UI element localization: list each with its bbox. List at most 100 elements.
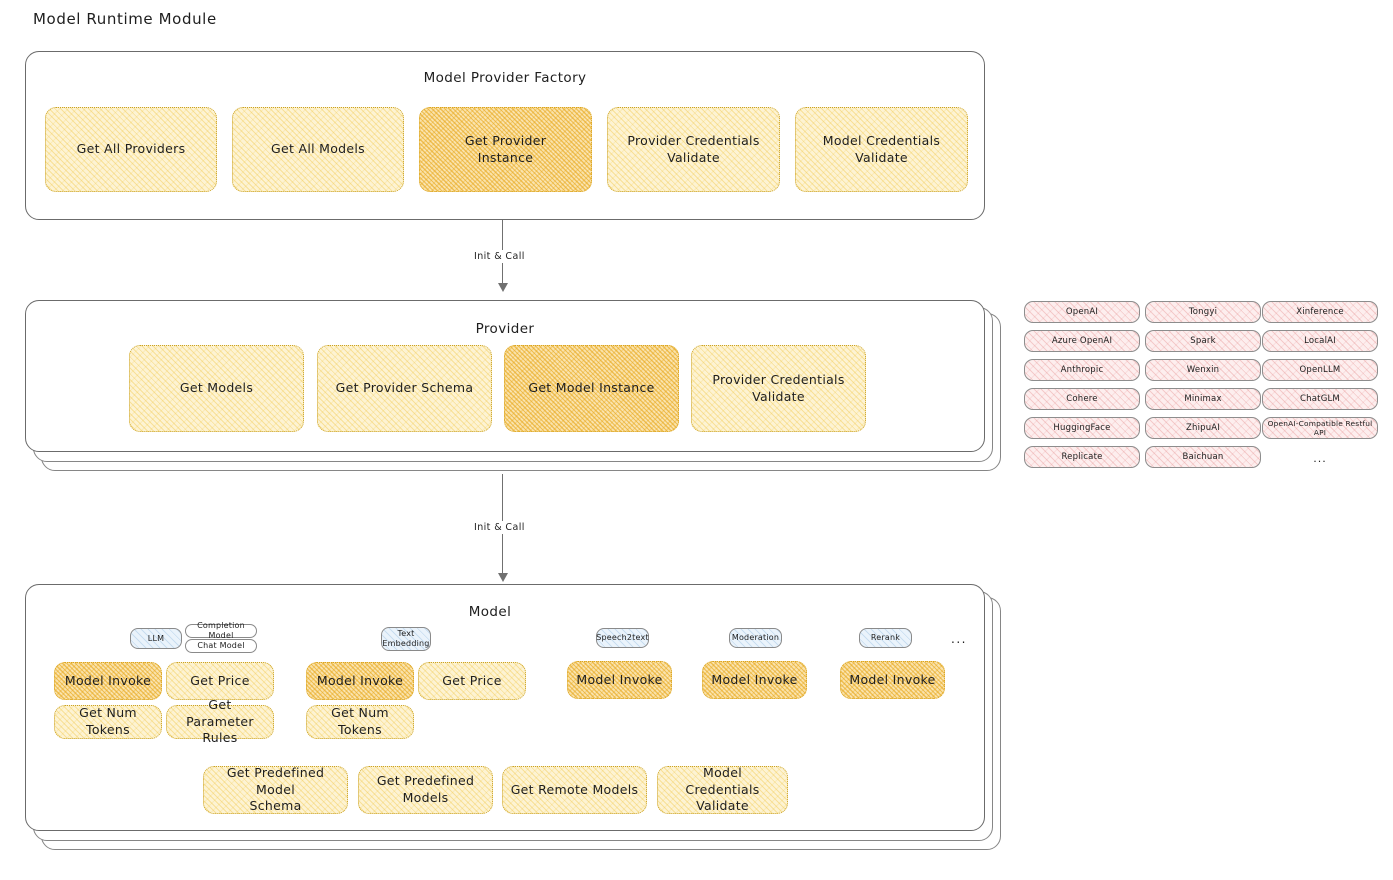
node-label: Get Provider Schema <box>335 380 474 396</box>
badge-label: Chat Model <box>197 641 245 650</box>
model-groups-more-ellipsis: ... <box>951 632 967 646</box>
factory-node-provider-credentials-validate[interactable]: Provider Credentials Validate <box>607 107 780 192</box>
connector-factory-to-provider-label: Init & Call <box>470 250 529 263</box>
model-badge-moderation[interactable]: Moderation <box>729 628 782 648</box>
provider-pill-cohere[interactable]: Cohere <box>1024 388 1140 410</box>
provider-pill-openai-compatible-restful-api[interactable]: OpenAI-Compatible Restful API <box>1262 417 1378 439</box>
pill-label: ZhipuAI <box>1185 423 1221 433</box>
node-label: Get Predefined Model Schema <box>226 764 325 814</box>
pill-label: Wenxin <box>1186 365 1220 375</box>
provider-node-provider-credentials-validate[interactable]: Provider Credentials Validate <box>691 345 866 432</box>
model-text-embedding-node-get-num-tokens[interactable]: Get Num Tokens <box>306 705 414 739</box>
provider-pill-openai[interactable]: OpenAI <box>1024 301 1140 323</box>
node-label: Get Num Tokens <box>331 705 389 737</box>
node-label: Get Predefined Models <box>376 773 475 805</box>
model-llm-node-model-invoke[interactable]: Model Invoke <box>54 662 162 700</box>
node-label: Model Credentials Validate <box>822 132 941 165</box>
pill-label: OpenAI <box>1065 307 1099 317</box>
provider-pill-xinference[interactable]: Xinference <box>1262 301 1378 323</box>
badge-label: Completion Model <box>197 621 245 640</box>
provider-pill-minimax[interactable]: Minimax <box>1145 388 1261 410</box>
model-speech2text-node-model-invoke[interactable]: Model Invoke <box>567 661 672 699</box>
factory-node-get-all-models[interactable]: Get All Models <box>232 107 404 192</box>
model-badge-rerank[interactable]: Rerank <box>859 628 912 648</box>
provider-pill-spark[interactable]: Spark <box>1145 330 1261 352</box>
node-label: Model Invoke <box>711 671 798 687</box>
provider-node-get-models[interactable]: Get Models <box>129 345 304 432</box>
model-moderation-node-model-invoke[interactable]: Model Invoke <box>702 661 807 699</box>
badge-label: Speech2text <box>596 633 649 642</box>
badge-label: LLM <box>147 633 165 643</box>
provider-pill-openllm[interactable]: OpenLLM <box>1262 359 1378 381</box>
badge-label: Moderation <box>731 633 780 642</box>
node-label: Get Num Tokens <box>79 705 137 737</box>
factory-node-get-all-providers[interactable]: Get All Providers <box>45 107 217 192</box>
pill-label: Tongyi <box>1188 307 1218 317</box>
provider-pill-localai[interactable]: LocalAI <box>1262 330 1378 352</box>
pill-label: OpenLLM <box>1299 365 1341 375</box>
pill-label: Replicate <box>1061 452 1103 462</box>
badge-label: Rerank <box>870 633 901 642</box>
pill-label: OpenAI-Compatible Restful API <box>1267 419 1373 437</box>
provider-pill-azure-openai[interactable]: Azure OpenAI <box>1024 330 1140 352</box>
pill-label: Minimax <box>1184 394 1222 404</box>
model-title: Model <box>468 604 512 620</box>
provider-list-more-ellipsis: ... <box>1313 452 1327 465</box>
node-label: Model Invoke <box>576 671 663 687</box>
pill-label: Spark <box>1190 336 1216 346</box>
node-label: Get Provider Instance <box>464 132 547 165</box>
node-label: Get Model Instance <box>528 380 655 396</box>
model-text-embedding-node-get-price[interactable]: Get Price <box>418 662 526 700</box>
provider-pill-anthropic[interactable]: Anthropic <box>1024 359 1140 381</box>
model-llm-node-get-price[interactable]: Get Price <box>166 662 274 700</box>
node-label: Model Credentials Validate <box>685 764 760 814</box>
model-badge-completion-model[interactable]: Completion Model <box>185 621 257 640</box>
model-common-node-get-predefined-model-schema[interactable]: Get Predefined Model Schema <box>203 764 348 814</box>
node-label: Model Invoke <box>64 672 152 688</box>
pill-label: LocalAI <box>1304 336 1336 346</box>
pill-label: Xinference <box>1296 307 1344 317</box>
model-rerank-node-model-invoke[interactable]: Model Invoke <box>840 661 945 699</box>
model-text-embedding-node-model-invoke[interactable]: Model Invoke <box>306 662 414 700</box>
provider-node-get-provider-schema[interactable]: Get Provider Schema <box>317 345 492 432</box>
node-label: Get Models <box>179 380 254 396</box>
model-llm-node-get-num-tokens[interactable]: Get Num Tokens <box>54 705 162 739</box>
provider-pill-zhipuai[interactable]: ZhipuAI <box>1145 417 1261 439</box>
model-badge-speech2text[interactable]: Speech2text <box>596 628 649 648</box>
provider-pill-chatglm[interactable]: ChatGLM <box>1262 388 1378 410</box>
page-title: Model Runtime Module <box>33 10 217 28</box>
model-common-node-get-predefined-models[interactable]: Get Predefined Models <box>358 766 493 814</box>
model-llm-node-get-parameter-rules[interactable]: Get Parameter Rules <box>166 697 274 745</box>
pill-label: Baichuan <box>1182 452 1224 462</box>
factory-node-model-credentials-validate[interactable]: Model Credentials Validate <box>795 107 968 192</box>
provider-pill-tongyi[interactable]: Tongyi <box>1145 301 1261 323</box>
node-label: Model Invoke <box>849 671 936 687</box>
factory-node-get-provider-instance[interactable]: Get Provider Instance <box>419 107 592 192</box>
provider-pill-baichuan[interactable]: Baichuan <box>1145 446 1261 468</box>
node-label: Provider Credentials Validate <box>712 371 845 404</box>
provider-pill-wenxin[interactable]: Wenxin <box>1145 359 1261 381</box>
model-common-node-model-credentials-validate[interactable]: Model Credentials Validate <box>657 764 788 814</box>
model-badge-llm[interactable]: LLM <box>130 628 182 649</box>
pill-label: Cohere <box>1066 394 1098 404</box>
node-label: Model Invoke <box>316 672 404 688</box>
provider-pill-huggingface[interactable]: HuggingFace <box>1024 417 1140 439</box>
node-label: Get Price <box>190 672 250 688</box>
provider-pill-replicate[interactable]: Replicate <box>1024 446 1140 468</box>
node-label: Get All Providers <box>76 141 186 157</box>
provider-title: Provider <box>475 321 535 337</box>
node-label: Get Remote Models <box>510 781 639 797</box>
node-label: Provider Credentials Validate <box>627 132 760 165</box>
connector-factory-to-provider-arrow <box>498 283 508 292</box>
pill-label: HuggingFace <box>1053 423 1111 433</box>
node-label: Get Price <box>442 672 502 688</box>
provider-node-get-model-instance[interactable]: Get Model Instance <box>504 345 679 432</box>
model-badge-chat-model[interactable]: Chat Model <box>185 639 257 653</box>
badge-label: Text Embedding <box>382 629 430 648</box>
node-label: Get Parameter Rules <box>186 696 254 746</box>
pill-label: ChatGLM <box>1300 394 1340 404</box>
model-badge-text-embedding[interactable]: Text Embedding <box>381 627 431 651</box>
model-common-node-get-remote-models[interactable]: Get Remote Models <box>502 766 647 814</box>
model-provider-factory-title: Model Provider Factory <box>423 70 587 86</box>
